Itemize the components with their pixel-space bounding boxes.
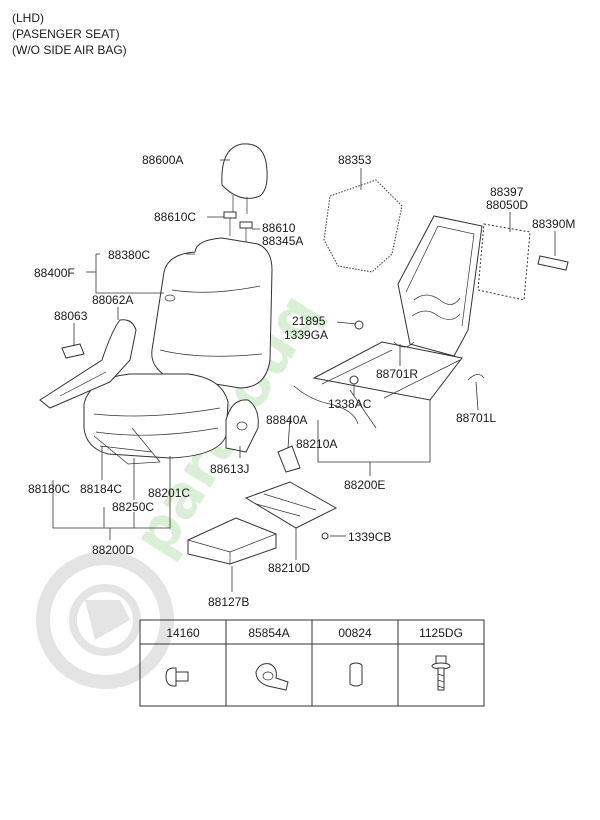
label-88600a: 88600A bbox=[142, 153, 183, 167]
label-88210a: 88210A bbox=[296, 437, 337, 451]
seatback-pad-drawing bbox=[323, 179, 403, 273]
label-88613j: 88613J bbox=[210, 462, 249, 476]
table-header-1125dg: 1125DG bbox=[419, 626, 463, 640]
label-88345a: 88345A bbox=[262, 234, 303, 248]
recliner-cover-drawing bbox=[225, 399, 259, 453]
label-88840a: 88840A bbox=[266, 413, 307, 427]
seatback-drawing bbox=[151, 237, 273, 389]
label-88610: 88610 bbox=[262, 221, 296, 235]
label-88063: 88063 bbox=[54, 309, 88, 323]
label-88184c: 88184C bbox=[80, 482, 122, 496]
label-88201c: 88201C bbox=[148, 486, 190, 500]
bracket-drawing bbox=[244, 481, 338, 529]
lever-drawing bbox=[277, 445, 301, 473]
flange-bolt-icon bbox=[431, 655, 451, 691]
note-side-airbag: (W/O SIDE AIR BAG) bbox=[12, 43, 127, 57]
seatback-frame-drawing bbox=[397, 215, 569, 357]
tray-drawing bbox=[187, 517, 277, 565]
label-1339cb: 1339CB bbox=[348, 530, 391, 544]
header-notes: (LHD) (PASENGER SEAT) (W/O SIDE AIR BAG) bbox=[12, 11, 127, 57]
label-88210d: 88210D bbox=[268, 561, 310, 575]
label-88180c: 88180C bbox=[28, 482, 70, 496]
label-88200d: 88200D bbox=[92, 543, 134, 557]
label-88397: 88397 bbox=[490, 185, 524, 199]
label-21895: 21895 bbox=[292, 314, 326, 328]
bolt-icon bbox=[165, 667, 189, 687]
nut-1338ac-drawing bbox=[349, 375, 359, 385]
label-88701r: 88701R bbox=[376, 367, 418, 381]
part-labels: 88600A 88610C 88610 88345A 88353 88397 8… bbox=[28, 153, 575, 609]
label-88050d: 88050D bbox=[486, 198, 528, 212]
note-lhd: (LHD) bbox=[12, 11, 44, 25]
clip-r-drawing bbox=[393, 341, 485, 381]
clip-icon bbox=[255, 663, 289, 691]
headrest-guide-drawing bbox=[223, 211, 253, 246]
pin-icon bbox=[349, 662, 363, 687]
screw-1339cb-drawing bbox=[321, 532, 329, 540]
label-88250c: 88250C bbox=[112, 500, 154, 514]
label-88062a: 88062A bbox=[92, 293, 133, 307]
label-88380c: 88380C bbox=[108, 248, 150, 262]
headrest-drawing bbox=[221, 143, 268, 214]
label-88200e: 88200E bbox=[344, 478, 385, 492]
label-88610c: 88610C bbox=[154, 210, 196, 224]
label-1339ga: 1339GA bbox=[284, 328, 328, 342]
label-88701l: 88701L bbox=[456, 411, 496, 425]
table-header-85854a: 85854A bbox=[248, 626, 289, 640]
side-shield-drawing bbox=[39, 319, 137, 409]
table-header-14160: 14160 bbox=[166, 626, 200, 640]
leader-lines bbox=[52, 159, 556, 592]
seat-track-drawing bbox=[293, 341, 463, 429]
label-88390m: 88390M bbox=[532, 217, 575, 231]
label-88400f: 88400F bbox=[34, 266, 75, 280]
screw-21895-drawing bbox=[354, 320, 364, 330]
table-header-00824: 00824 bbox=[338, 626, 372, 640]
seat-cushion-drawing bbox=[83, 373, 229, 465]
label-88127b: 88127B bbox=[208, 595, 249, 609]
note-passenger-seat: (PASENGER SEAT) bbox=[12, 27, 120, 41]
label-88353: 88353 bbox=[338, 153, 372, 167]
fastener-table: 14160 85854A 00824 1125DG bbox=[139, 619, 485, 707]
label-1338ac: 1338AC bbox=[328, 397, 372, 411]
